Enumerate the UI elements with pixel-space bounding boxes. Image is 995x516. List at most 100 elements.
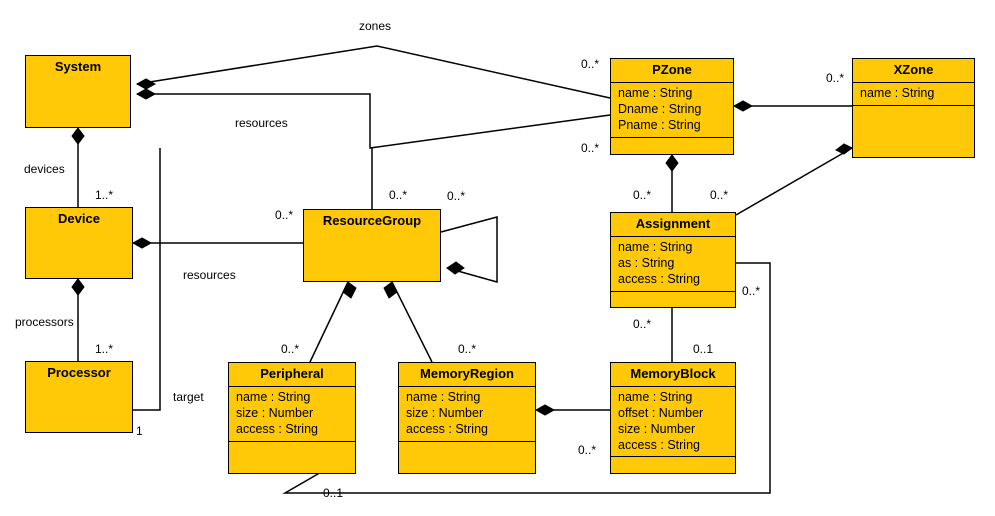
edge-label-mult-proc-target: 1 [136, 424, 143, 438]
diamond-rg-self [446, 261, 465, 275]
assoc-assignment-xzone [735, 147, 853, 216]
compartment-divider [399, 440, 535, 442]
edge-label-mult-pzone-bot: 0..* [581, 141, 600, 155]
class-name: Assignment [635, 216, 711, 231]
edge-label-resources-role-2: resources [183, 268, 236, 282]
diamond-pzone-assignment [665, 154, 679, 172]
edge-label-mult-proc-dev: 1..* [95, 342, 114, 356]
class-operations [853, 106, 974, 157]
edge-label-mult-assign-left: 0..* [633, 188, 652, 202]
class-name: System [54, 59, 102, 74]
compartment-divider [611, 136, 733, 138]
uml-class-xzone[interactable]: XZone name : String [852, 58, 975, 158]
edge-label-mult-assign-bot: 0..* [633, 317, 652, 331]
class-attribute: access : String [406, 421, 488, 436]
compartment-divider [611, 385, 735, 387]
edge-label-mult-rg-self: 0..* [447, 189, 466, 203]
diamond-rg-peripheral [342, 281, 357, 299]
compartment-divider [229, 440, 355, 442]
edge-label-mult-memregion: 0..* [458, 342, 477, 356]
class-attribute: name : String [618, 239, 693, 254]
class-attribute: name : String [618, 389, 693, 404]
compartment-divider [611, 81, 733, 83]
diamond-device-processors [71, 278, 85, 296]
assoc-processor-target [133, 148, 161, 411]
edge-label-resources-role-1: resources [235, 116, 288, 130]
class-name: ResourceGroup [322, 213, 422, 228]
edge-label-mult-memblock-top: 0..1 [693, 342, 714, 356]
class-attribute: size : Number [618, 421, 696, 436]
edge-label-zones-role: zones [359, 19, 392, 33]
diamond-system-zones [135, 78, 157, 90]
diamond-device-resources [131, 237, 153, 249]
diamond-pzone-xzone [732, 100, 754, 112]
diamond-system-devices [71, 127, 85, 145]
compartment-divider [853, 104, 974, 106]
edge-label-mult-assign-right: 0..* [710, 188, 729, 202]
class-name: Device [58, 211, 100, 226]
class-attribute: as : String [618, 255, 675, 270]
assoc-resourcegroup-self [440, 216, 498, 283]
class-attribute: access : String [236, 421, 318, 436]
class-operations [611, 457, 735, 473]
class-name: Processor [47, 365, 111, 380]
class-attribute: name : String [618, 85, 693, 100]
assoc-assignment-peripheral [282, 262, 771, 494]
class-attribute: access : String [618, 437, 700, 452]
diamond-memregion-memblock [534, 404, 556, 416]
class-attribute: offset : Number [618, 405, 704, 420]
edge-label-target-role: target [173, 390, 204, 404]
class-attribute: name : String [236, 389, 311, 404]
assoc-system-pzone-resources [137, 93, 611, 149]
compartment-divider [611, 290, 735, 292]
compartment-divider [229, 385, 355, 387]
class-name: XZone [893, 62, 934, 77]
edge-label-mult-device-sys: 1..* [95, 188, 114, 202]
uml-class-device[interactable]: Device [25, 207, 133, 279]
class-name: MemoryRegion [420, 366, 514, 381]
edge-label-mult-assign-side: 0..* [742, 284, 761, 298]
class-attributes: name : String [853, 83, 974, 105]
class-attribute: Pname : String [618, 117, 701, 132]
edge-label-mult-memblock-lft: 0..* [578, 443, 597, 457]
diamond-xzone-assignment [835, 143, 853, 155]
class-operations [229, 442, 355, 473]
class-operations [611, 292, 735, 307]
diamond-rg-memoryregion [383, 281, 398, 299]
uml-class-resourcegroup[interactable]: ResourceGroup [303, 209, 441, 282]
edge-label-mult-rg-top: 0..* [389, 188, 408, 202]
class-name: Peripheral [260, 366, 324, 381]
class-attribute: name : String [406, 389, 481, 404]
class-attribute: Dname : String [618, 101, 702, 116]
compartment-divider [611, 235, 735, 237]
assoc-system-pzone-zones [136, 45, 611, 99]
assoc-resourcegroup-memoryregion [391, 281, 433, 363]
class-attribute: size : Number [406, 405, 484, 420]
class-name: MemoryBlock [630, 366, 716, 381]
edge-label-mult-xzone: 0..* [826, 71, 845, 85]
edge-label-mult-pzone-top: 0..* [581, 57, 600, 71]
edge-label-processors-role: processors [15, 315, 74, 329]
class-operations [399, 442, 535, 473]
assoc-resourcegroup-peripheral [309, 281, 349, 363]
class-attribute: size : Number [236, 405, 314, 420]
edge-label-mult-periph: 0..* [281, 342, 300, 356]
uml-class-system[interactable]: System [25, 55, 131, 128]
uml-class-processor[interactable]: Processor [25, 361, 133, 433]
class-attribute: name : String [860, 85, 935, 100]
compartment-divider [399, 385, 535, 387]
diamond-system-resources [135, 88, 157, 100]
edge-label-mult-periph-bot: 0..1 [323, 486, 344, 500]
